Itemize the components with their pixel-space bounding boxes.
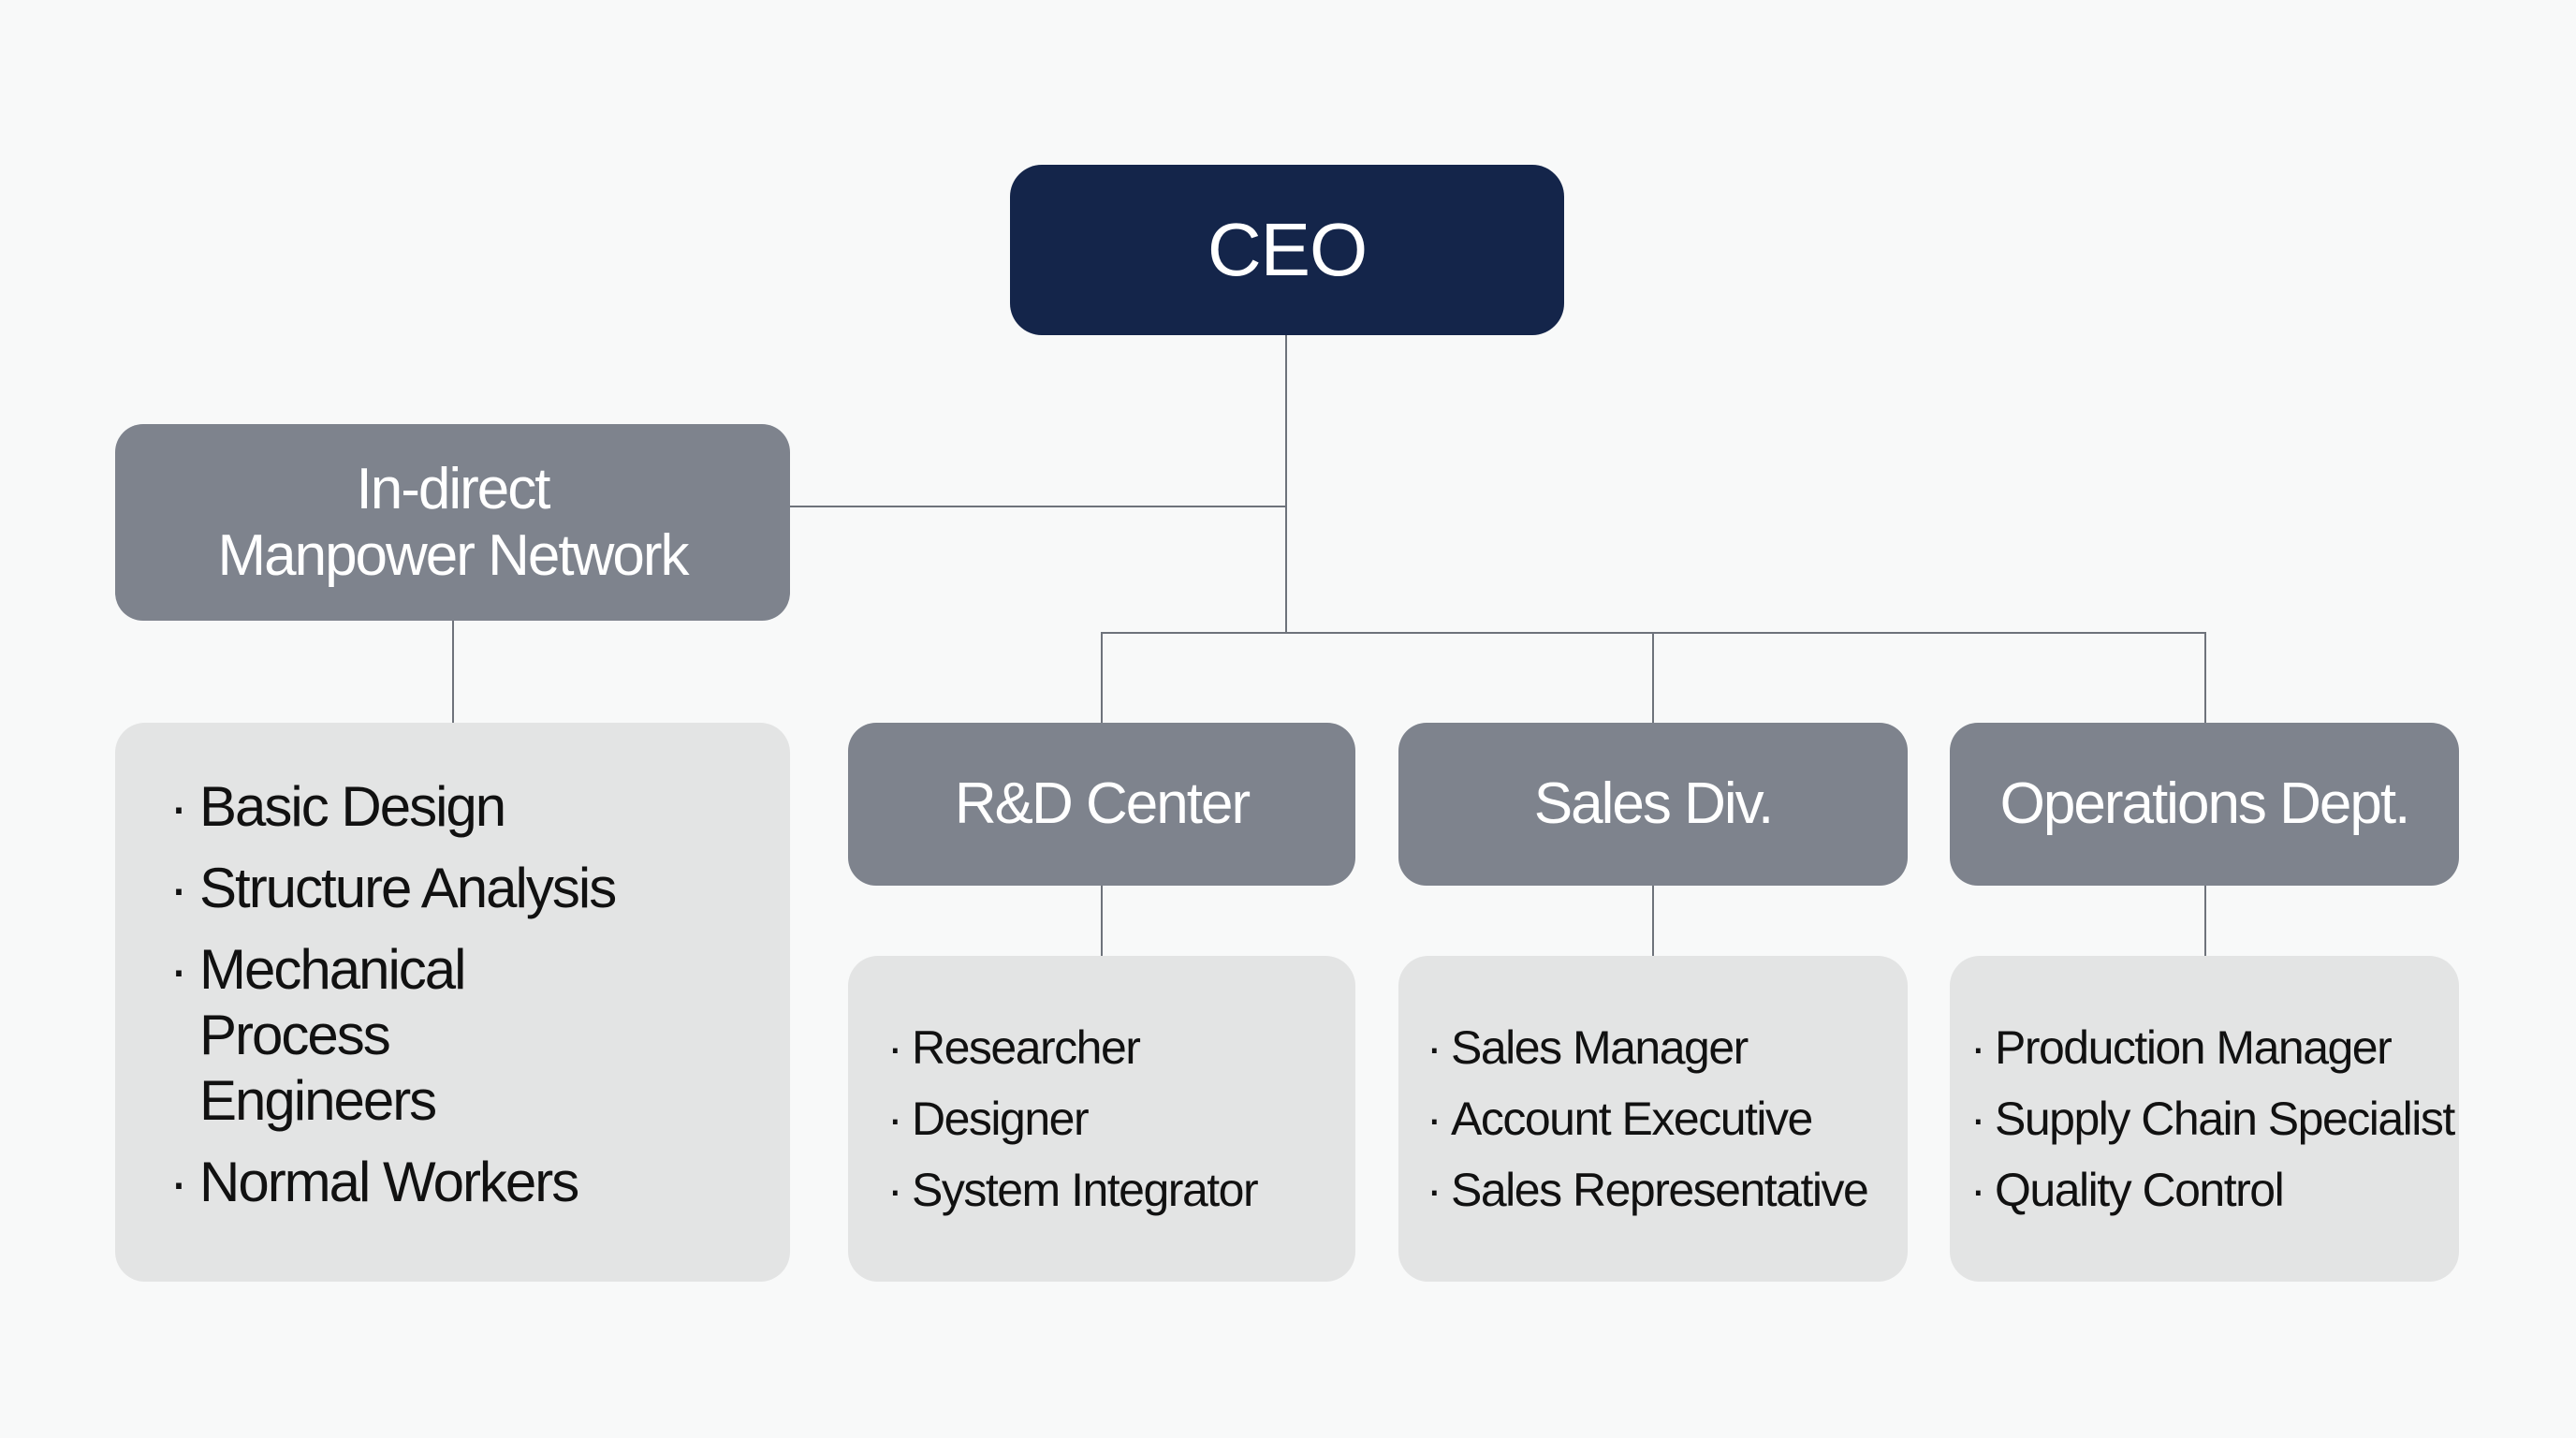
connector-ops-to-list: [2204, 886, 2206, 956]
connector-to-ops: [2204, 632, 2206, 723]
connector-ceo-down: [1285, 335, 1287, 634]
connector-sales-to-list: [1652, 886, 1654, 956]
list-item: ·Sales Manager: [1427, 1012, 1908, 1083]
bullet-icon: ·: [169, 774, 188, 838]
list-item: ·Researcher: [887, 1012, 1355, 1083]
bullet-icon: ·: [1427, 1093, 1442, 1145]
indirect-manpower-node[interactable]: In-direct Manpower Network: [115, 424, 790, 621]
list-item: ·Account Executive: [1427, 1083, 1908, 1154]
rd-center-label: R&D Center: [954, 771, 1251, 837]
bullet-icon: ·: [1970, 1021, 1986, 1074]
connector-to-sales: [1652, 632, 1654, 723]
list-item: ·Production Manager: [1970, 1012, 2459, 1083]
list-item: ·Basic Design: [169, 774, 506, 838]
bullet-icon: ·: [169, 1150, 188, 1213]
connector-indirect-to-list: [452, 621, 454, 723]
bullet-icon: ·: [887, 1164, 903, 1216]
connector-to-rd: [1101, 632, 1103, 723]
indirect-roles-box: ·Basic Design ·Structure Analysis ·Mecha…: [115, 723, 790, 1282]
sales-roles-list: ·Sales Manager ·Account Executive ·Sales…: [1427, 1012, 1908, 1225]
bullet-icon: ·: [887, 1021, 903, 1074]
list-item: ·Structure Analysis: [169, 856, 617, 919]
ceo-label: CEO: [1207, 208, 1368, 291]
rd-roles-list: ·Researcher ·Designer ·System Integrator: [887, 1012, 1355, 1225]
bullet-icon: ·: [887, 1093, 903, 1145]
sales-div-node[interactable]: Sales Div.: [1398, 723, 1908, 886]
indirect-roles-list: ·Basic Design ·Structure Analysis ·Mecha…: [169, 774, 790, 1231]
bullet-icon: ·: [1427, 1164, 1442, 1216]
sales-div-label: Sales Div.: [1533, 771, 1774, 837]
list-item: ·System Integrator: [887, 1154, 1355, 1225]
list-item: ·Normal Workers: [169, 1150, 579, 1213]
bullet-icon: ·: [169, 856, 188, 919]
rd-center-node[interactable]: R&D Center: [848, 723, 1355, 886]
connector-rd-to-list: [1101, 886, 1103, 956]
bullet-icon: ·: [1970, 1164, 1986, 1216]
bullet-icon: ·: [169, 937, 188, 1001]
operations-dept-label: Operations Dept.: [1999, 771, 2411, 837]
list-item: ·Sales Representative: [1427, 1154, 1908, 1225]
list-item: ·Designer: [887, 1083, 1355, 1154]
operations-dept-node[interactable]: Operations Dept.: [1950, 723, 2459, 886]
operations-roles-list: ·Production Manager ·Supply Chain Specia…: [1970, 1012, 2459, 1225]
connector-ceo-to-indirect: [790, 506, 1287, 507]
sales-roles-box: ·Sales Manager ·Account Executive ·Sales…: [1398, 956, 1908, 1282]
list-item: ·Mechanical Process Engineers: [169, 937, 466, 1132]
bullet-icon: ·: [1970, 1093, 1986, 1145]
indirect-label-line2: Manpower Network: [217, 523, 689, 588]
bullet-icon: ·: [1427, 1021, 1442, 1074]
rd-roles-box: ·Researcher ·Designer ·System Integrator: [848, 956, 1355, 1282]
operations-roles-box: ·Production Manager ·Supply Chain Specia…: [1950, 956, 2459, 1282]
list-item: ·Supply Chain Specialist: [1970, 1083, 2459, 1154]
ceo-node[interactable]: CEO: [1010, 165, 1564, 335]
list-item: ·Quality Control: [1970, 1154, 2459, 1225]
indirect-label-line1: In-direct: [356, 456, 551, 521]
